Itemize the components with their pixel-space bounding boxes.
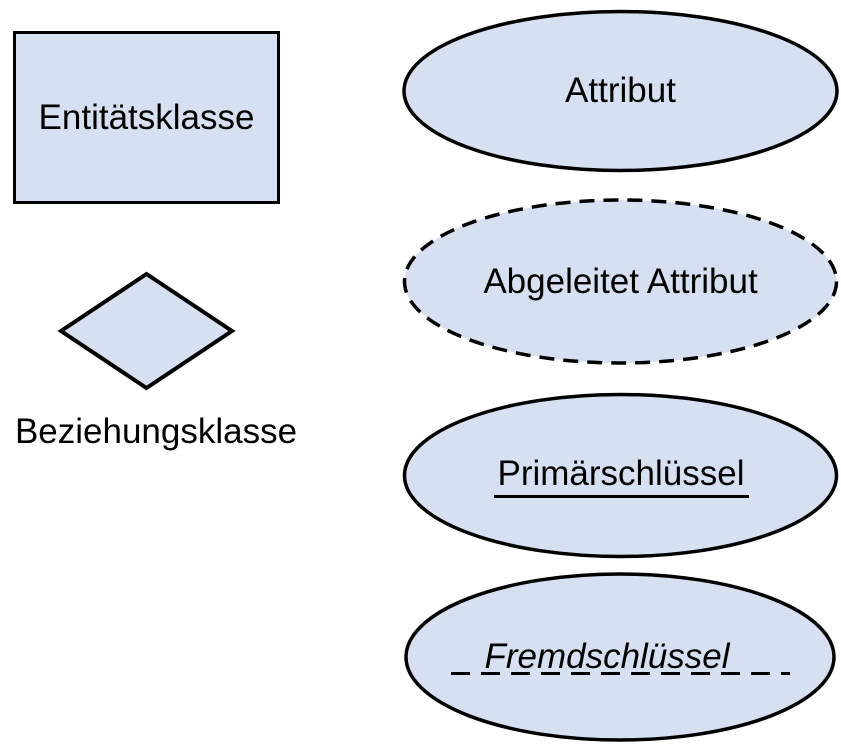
derived-attribute-label-text: Abgeleitet Attribut xyxy=(483,261,758,301)
entity-label: Entitätsklasse xyxy=(16,34,277,201)
attribute-label: Attribut xyxy=(403,11,838,171)
attribute-ellipse-shape xyxy=(402,9,839,173)
relationship-label-text: Beziehungsklasse xyxy=(14,412,298,451)
derived-attribute-dashed-ellipse-shape xyxy=(402,198,839,365)
entity-rectangle-shape xyxy=(13,31,280,204)
derived-attribute-label: Abgeleitet Attribut xyxy=(403,198,838,365)
relationship-label: Beziehungsklasse xyxy=(0,409,312,455)
primary-key-label: Primärschlüssel xyxy=(403,394,839,557)
foreign-key-label: Fremdschlüssel xyxy=(403,574,838,740)
foreign-key-ellipse-shape xyxy=(404,572,836,742)
entity-label-text: Entitätsklasse xyxy=(38,97,255,137)
primary-key-ellipse-shape xyxy=(402,392,839,559)
relationship-diamond-shape xyxy=(57,271,236,391)
primary-key-label-text: Primärschlüssel xyxy=(493,454,749,498)
foreign-key-label-text: Fremdschlüssel xyxy=(451,637,790,677)
attribute-label-text: Attribut xyxy=(565,71,676,110)
